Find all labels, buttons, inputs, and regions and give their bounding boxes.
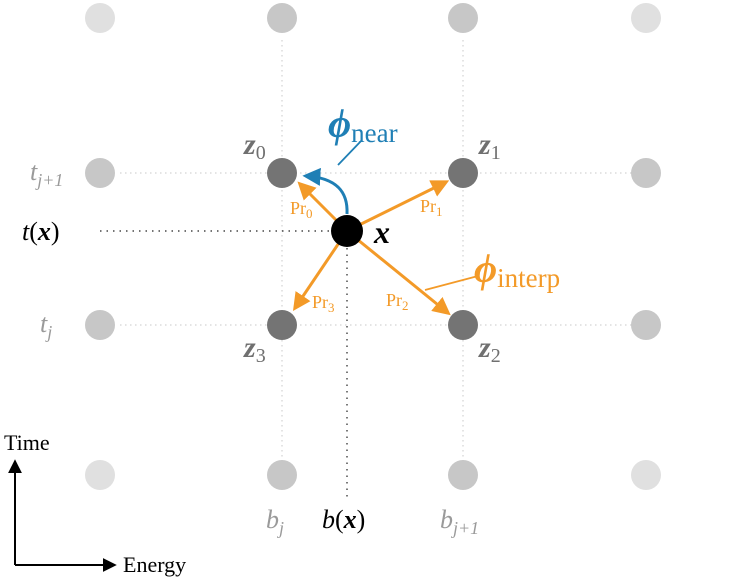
arrow-to-z1 — [346, 180, 450, 233]
grid-node — [85, 158, 115, 188]
interp-subscript: interp — [497, 263, 560, 293]
grid-node — [267, 3, 297, 33]
pr0-label: Pr0 — [290, 198, 313, 221]
grid-node — [448, 460, 478, 490]
tick-label-tj1: tj+1 — [30, 157, 63, 190]
grid-node — [267, 460, 297, 490]
grid-node — [631, 460, 661, 490]
phi-symbol: ϕ — [474, 246, 497, 291]
arrow-to-z2 — [346, 229, 451, 316]
near-subscript: near — [351, 118, 397, 148]
tick-label-tj: tj — [40, 309, 52, 342]
z0-label: z0 — [243, 128, 266, 164]
energy-axis-label: Energy — [123, 552, 186, 577]
grid-node — [631, 158, 661, 188]
z2-label: z2 — [478, 331, 501, 367]
grid-node — [85, 310, 115, 340]
grid-lines — [120, 40, 632, 465]
grid-node — [85, 3, 115, 33]
interp-pointer-line — [424, 275, 479, 291]
tick-label-bj1: bj+1 — [440, 505, 479, 538]
node-z2 — [448, 310, 478, 340]
grid-node — [85, 460, 115, 490]
node-z1 — [448, 158, 478, 188]
axes: Time Energy — [4, 430, 186, 577]
phi-interp-label: ϕinterp — [474, 246, 560, 293]
tick-label-bj: bj — [266, 505, 284, 538]
near-arrow — [302, 167, 349, 215]
tick-label-bx: b(x) — [322, 505, 365, 534]
pr2-label: Pr2 — [386, 290, 409, 313]
pr1-label: Pr1 — [420, 196, 443, 219]
phi-symbol: ϕ — [328, 101, 351, 146]
node-z3 — [267, 310, 297, 340]
point-x-label: x — [373, 214, 390, 250]
z3-label: z3 — [243, 331, 266, 367]
phi-near-label: ϕnear — [328, 101, 398, 148]
grid-node — [631, 3, 661, 33]
grid-node — [631, 310, 661, 340]
near-pointer-line — [337, 139, 363, 166]
grid-node — [448, 3, 478, 33]
pr3-label: Pr3 — [312, 292, 335, 315]
point-x — [331, 215, 363, 247]
node-z0 — [267, 158, 297, 188]
z1-label: z1 — [478, 128, 501, 164]
time-axis-label: Time — [4, 430, 50, 455]
tick-label-tx: t(x) — [22, 217, 60, 246]
grid-nodes — [85, 3, 661, 490]
